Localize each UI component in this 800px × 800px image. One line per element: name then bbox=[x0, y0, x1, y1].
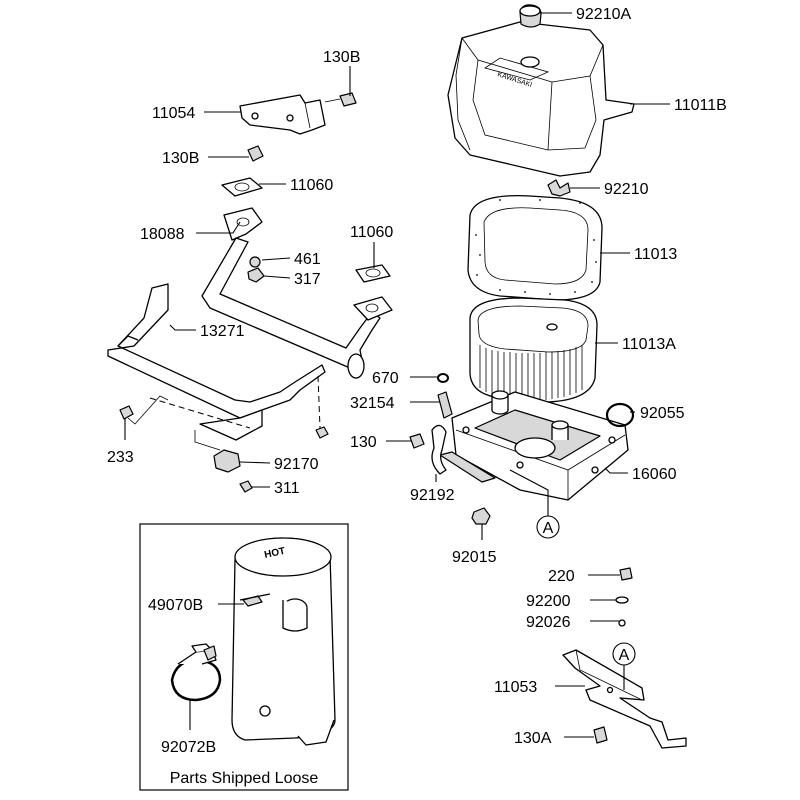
callout-11011b: 11011B bbox=[674, 97, 727, 114]
callout-11054: 11054 bbox=[152, 105, 195, 122]
callout-220: 220 bbox=[548, 568, 575, 585]
callout-49070b: 49070B bbox=[148, 597, 203, 614]
nut-461 bbox=[249, 256, 261, 268]
callout-92055: 92055 bbox=[640, 405, 685, 422]
callout-130: 130 bbox=[350, 434, 377, 451]
callout-18088: 18088 bbox=[140, 226, 185, 243]
callout-11060-b: 11060 bbox=[350, 224, 393, 241]
reference-marker-a-base: A bbox=[536, 515, 560, 539]
bolt-233 bbox=[119, 405, 134, 420]
callout-461: 461 bbox=[294, 251, 321, 268]
foam-precleaner bbox=[467, 194, 603, 301]
svg-text:HOT: HOT bbox=[263, 546, 286, 561]
reference-marker-label: A bbox=[619, 647, 630, 664]
muffler-clamp bbox=[170, 643, 222, 702]
callout-11060-a: 11060 bbox=[290, 177, 333, 194]
gasket-11060-a bbox=[221, 177, 263, 197]
bolt-130a bbox=[593, 726, 608, 744]
cover-knob bbox=[519, 4, 542, 28]
callout-92026: 92026 bbox=[526, 614, 571, 631]
bracket-11054 bbox=[239, 92, 357, 135]
nut-shield bbox=[315, 426, 329, 439]
callout-670: 670 bbox=[372, 370, 399, 387]
bolt-130b bbox=[247, 145, 264, 162]
air-cleaner-cover: KAWASAKI bbox=[447, 21, 635, 177]
callout-13271: 13271 bbox=[200, 323, 245, 340]
reference-marker-label: A bbox=[543, 520, 554, 537]
leader-lines bbox=[124, 12, 670, 738]
callout-92170: 92170 bbox=[274, 456, 319, 473]
collar-92026 bbox=[618, 619, 626, 627]
callout-32154: 32154 bbox=[350, 395, 395, 412]
o-ring bbox=[605, 402, 635, 428]
bolt-220 bbox=[619, 567, 633, 581]
callout-92192: 92192 bbox=[410, 487, 455, 504]
bracket-11053 bbox=[562, 649, 687, 749]
paper-element bbox=[469, 297, 598, 403]
callout-233: 233 bbox=[107, 449, 134, 466]
callout-130b-top: 130B bbox=[323, 49, 360, 66]
washer-317 bbox=[247, 267, 265, 283]
callout-92200: 92200 bbox=[526, 593, 571, 610]
clamp-92170 bbox=[213, 449, 241, 473]
callout-130b-mid: 130B bbox=[162, 150, 199, 167]
callout-labels: 92210A 130B 11054 11011B 130B 11060 9221… bbox=[107, 6, 727, 756]
bolt-130 bbox=[409, 433, 425, 449]
callout-11013a: 11013A bbox=[622, 336, 676, 353]
heat-shield bbox=[107, 283, 326, 451]
muffler: HOT bbox=[231, 537, 336, 746]
loose-parts-caption: Parts Shipped Loose bbox=[170, 770, 319, 787]
reference-marker-a-bracket: A bbox=[612, 642, 636, 666]
callout-92210: 92210 bbox=[604, 181, 649, 198]
nut-311 bbox=[239, 480, 253, 493]
air-cleaner-base bbox=[439, 390, 629, 501]
callout-317: 317 bbox=[294, 271, 321, 288]
callout-92210a: 92210A bbox=[576, 6, 631, 23]
gasket-11060-b bbox=[355, 264, 391, 283]
callout-11053: 11053 bbox=[494, 679, 537, 696]
fitting bbox=[437, 373, 453, 419]
callout-92072b: 92072B bbox=[161, 739, 216, 756]
callout-130a: 130A bbox=[514, 730, 552, 747]
breather-pipe bbox=[431, 424, 447, 475]
callout-11013: 11013 bbox=[634, 246, 677, 263]
loose-parts-box bbox=[139, 523, 349, 791]
callout-311: 311 bbox=[274, 480, 300, 497]
callout-92015: 92015 bbox=[452, 549, 497, 566]
callout-16060: 16060 bbox=[632, 466, 677, 483]
washer-92200 bbox=[615, 596, 629, 604]
wing-nut bbox=[547, 179, 571, 197]
nut-92015 bbox=[471, 507, 491, 525]
